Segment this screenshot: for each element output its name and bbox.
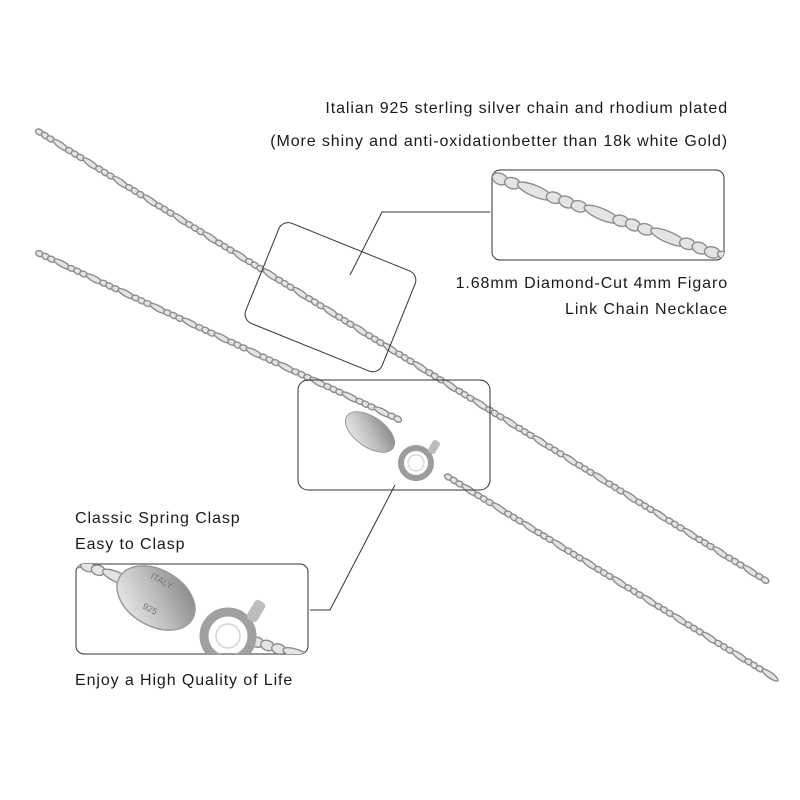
- header-line-1: Italian 925 sterling silver chain and rh…: [325, 100, 728, 117]
- clasp-tag: [345, 411, 395, 453]
- chain-link: [716, 250, 724, 260]
- zoom-clasp-ring: [199, 607, 257, 654]
- chain-link: [317, 656, 334, 670]
- footer-tagline: Enjoy a High Quality of Life: [75, 672, 294, 689]
- header-line-2: (More shiny and anti-oxidationbetter tha…: [270, 133, 728, 150]
- chain-link: [760, 576, 770, 585]
- clasp-label-line-2: Easy to Clasp: [75, 536, 186, 553]
- spring-clasp: [345, 411, 440, 481]
- chain-link: [761, 668, 779, 682]
- clasp-ring-inner: [407, 454, 425, 472]
- chain-spec-line-2: Link Chain Necklace: [565, 301, 728, 318]
- chain-spec-line-1: 1.68mm Diamond-Cut 4mm Figaro: [455, 275, 728, 292]
- chain-callout-box: [244, 222, 417, 373]
- callout-connector-bottom: [310, 484, 396, 611]
- chain-link: [307, 654, 323, 667]
- chain-link: [282, 646, 308, 654]
- clasp-callout-box: [297, 379, 491, 491]
- chain-link: [393, 415, 403, 423]
- clasp-label-line-1: Classic Spring Clasp: [75, 510, 241, 527]
- clasp-ring: [398, 445, 434, 481]
- callout-connector-top: [349, 211, 490, 276]
- zoom-clasp-tag: [116, 565, 196, 631]
- chain-zoom-detail: [492, 170, 724, 260]
- clasp-zoom-detail: ITALY 925: [76, 564, 334, 670]
- figaro-chain-strands: [34, 128, 779, 682]
